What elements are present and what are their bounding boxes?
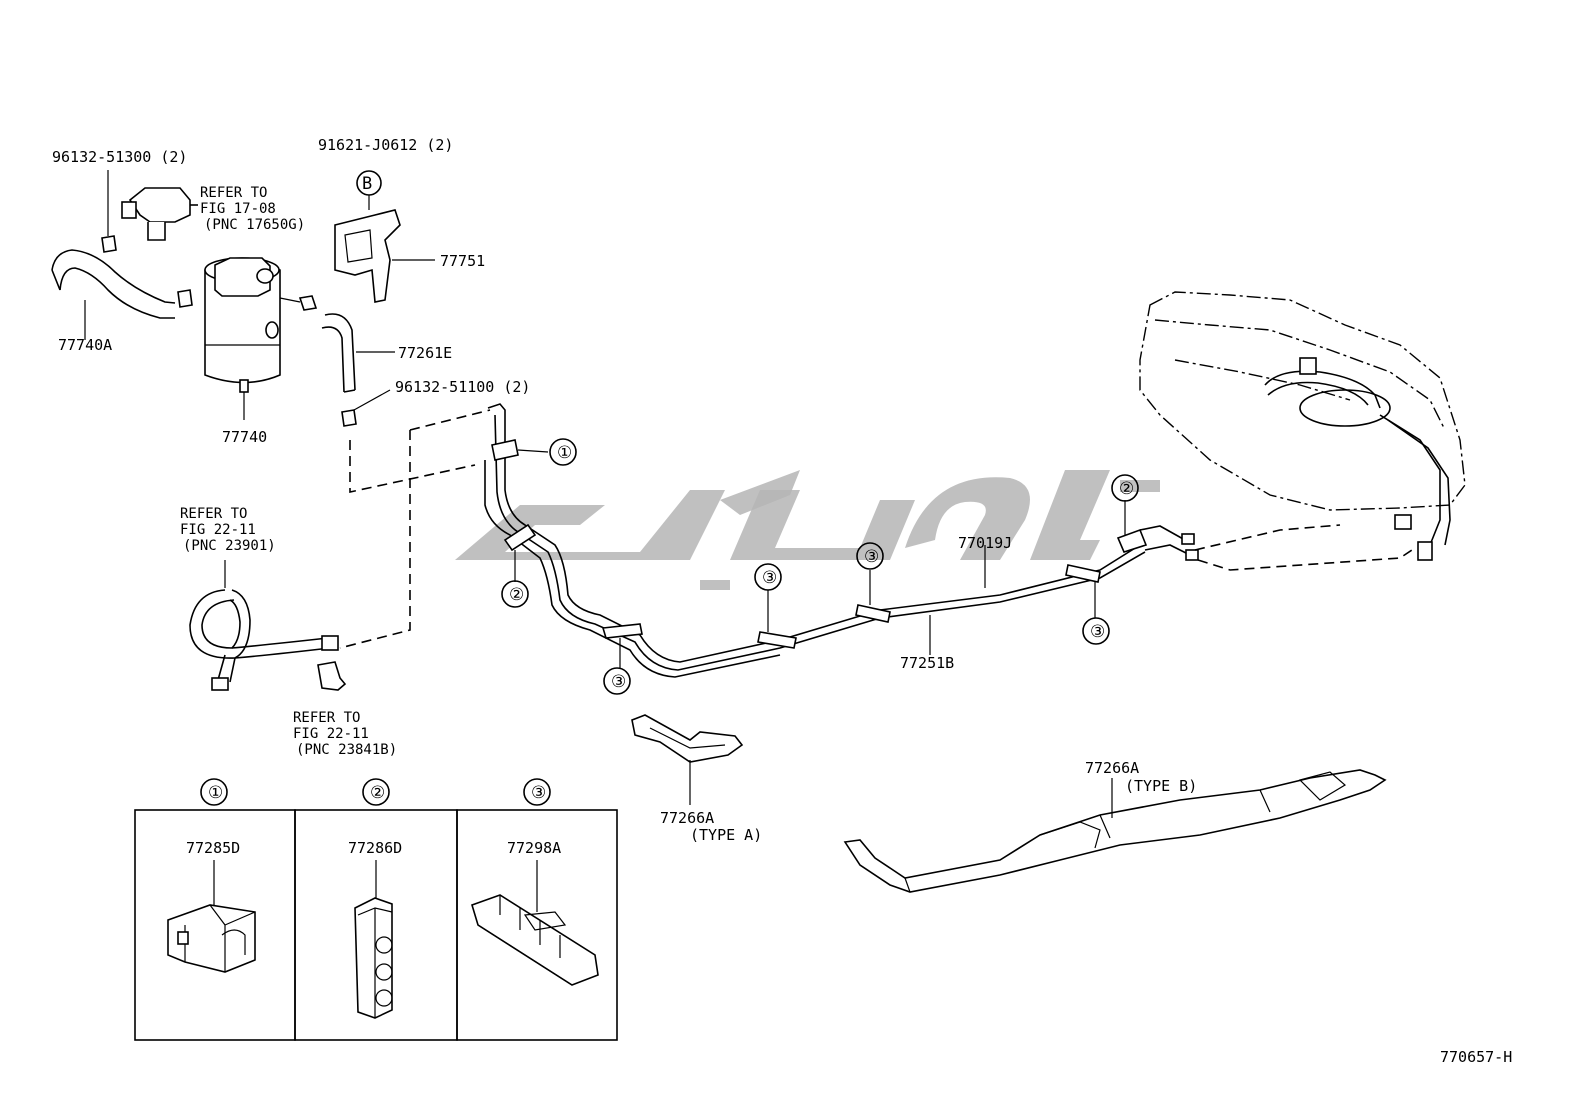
clip-96132-51300 bbox=[101, 170, 117, 253]
label-refer3-line1: REFER TO bbox=[293, 710, 360, 726]
label-refer1-line2: FIG 17-08 bbox=[200, 201, 276, 217]
label-refer3-line2: FIG 22-11 bbox=[293, 726, 369, 742]
callout-circle-2-left bbox=[501, 580, 529, 608]
canister-77740 bbox=[177, 257, 318, 420]
callout-2-right: ② bbox=[1119, 479, 1134, 499]
label-91621-j0612: 91621-J0612 (2) bbox=[318, 136, 453, 154]
callout-3-b: ③ bbox=[762, 568, 777, 588]
clamp-2-left bbox=[503, 523, 537, 582]
label-refer3-line3: (PNC 23841B) bbox=[296, 742, 397, 758]
detail-box-2 bbox=[294, 809, 458, 1041]
callout-1-box: ① bbox=[208, 783, 223, 803]
hose-connector bbox=[317, 661, 347, 691]
clamp-3-d bbox=[1065, 564, 1101, 618]
clamp-3-b bbox=[757, 590, 797, 649]
label-refer1-line1: REFER TO bbox=[200, 185, 267, 201]
callout-circle-3-c bbox=[856, 542, 884, 570]
vacuum-switch bbox=[121, 187, 198, 241]
callout-circle-2-box bbox=[362, 778, 390, 806]
callout-2-left: ② bbox=[509, 585, 524, 605]
label-77266a-type-a: 77266A bbox=[660, 809, 714, 827]
label-77286d: 77286D bbox=[348, 839, 402, 857]
clamp-1 bbox=[491, 439, 549, 461]
looped-hose bbox=[189, 560, 339, 691]
label-77266a-type-b: 77266A bbox=[1085, 759, 1139, 777]
callout-1-main: ① bbox=[557, 443, 572, 463]
detail-box-3 bbox=[456, 809, 618, 1041]
label-77740a: 77740A bbox=[58, 336, 112, 354]
clip-96132-51100 bbox=[341, 389, 391, 427]
callout-circle-3-box bbox=[523, 778, 551, 806]
detail-box-1 bbox=[134, 809, 296, 1041]
callout-b: B bbox=[362, 174, 372, 194]
hose-77261e bbox=[321, 313, 395, 393]
dashed-guide-left bbox=[349, 440, 476, 493]
label-refer2-line1: REFER TO bbox=[180, 506, 247, 522]
label-77298a: 77298A bbox=[507, 839, 561, 857]
label-refer1-line3: (PNC 17650G) bbox=[204, 217, 305, 233]
clamp-2-right bbox=[1116, 500, 1148, 553]
dashed-guide-right bbox=[339, 409, 491, 649]
label-96132-51300: 96132-51300 (2) bbox=[52, 148, 187, 166]
callout-circle-3-b bbox=[754, 563, 782, 591]
callout-circle-3-a bbox=[603, 667, 631, 695]
label-77019j: 77019J bbox=[958, 534, 1012, 552]
callout-circle-3-d bbox=[1082, 617, 1110, 645]
label-refer2-line3: (PNC 23901) bbox=[183, 538, 276, 554]
hose-77740a bbox=[51, 249, 176, 340]
label-refer2-line2: FIG 22-11 bbox=[180, 522, 256, 538]
callout-3-c: ③ bbox=[864, 547, 879, 567]
callout-circle-1-main bbox=[549, 438, 577, 466]
callout-circle-2-right bbox=[1111, 474, 1139, 502]
watermark-logo bbox=[455, 470, 1160, 590]
fuel-tank bbox=[1139, 291, 1466, 561]
label-77251b: 77251B bbox=[900, 654, 954, 672]
label-type-a: (TYPE A) bbox=[690, 826, 762, 844]
callout-3-a: ③ bbox=[611, 672, 626, 692]
label-77261e: 77261E bbox=[398, 344, 452, 362]
callout-3-d: ③ bbox=[1090, 622, 1105, 642]
protector-77266a-type-b bbox=[843, 769, 1387, 893]
label-77751: 77751 bbox=[440, 252, 485, 270]
fuel-line-77251b bbox=[484, 460, 931, 678]
fuel-line-77019j bbox=[487, 403, 1146, 671]
label-96132-51100: 96132-51100 (2) bbox=[395, 378, 530, 396]
label-type-b: (TYPE B) bbox=[1125, 777, 1197, 795]
clamp-3-c bbox=[855, 570, 891, 623]
callout-circle-1-box bbox=[200, 778, 228, 806]
bracket-77751 bbox=[334, 170, 435, 303]
clamp-3-a bbox=[601, 623, 643, 668]
figure-code: 770657-H bbox=[1440, 1048, 1512, 1066]
label-77740: 77740 bbox=[222, 428, 267, 446]
protector-77266a-type-a bbox=[631, 714, 744, 805]
label-77285d: 77285D bbox=[186, 839, 240, 857]
callout-3-box: ③ bbox=[531, 783, 546, 803]
line-end-connectors bbox=[1139, 524, 1416, 571]
callout-2-box: ② bbox=[370, 783, 385, 803]
